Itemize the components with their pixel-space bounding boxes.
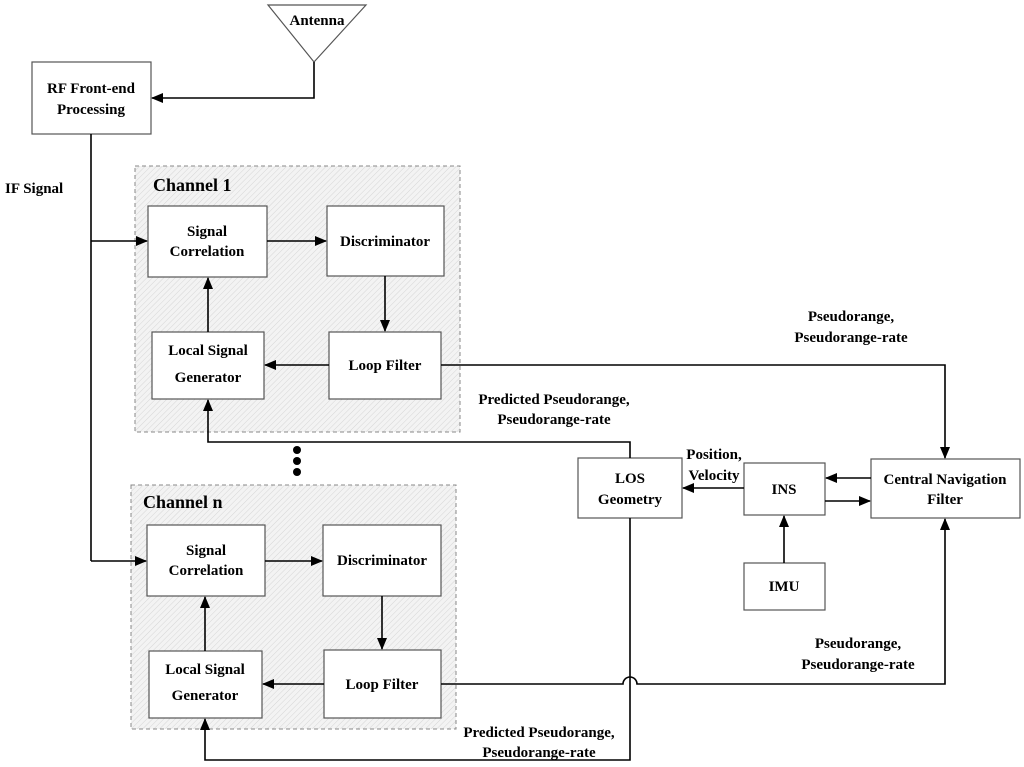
- pseudorange-top-line2: Pseudorange-rate: [794, 330, 908, 346]
- channel-n: Channel n Signal Correlation Discriminat…: [130, 484, 457, 730]
- channel-1-title: Channel 1: [153, 175, 232, 195]
- channel-n-title: Channel n: [143, 492, 223, 512]
- chn-discriminator-block: [322, 524, 442, 597]
- position-velocity-label-line1: Position,: [686, 447, 742, 463]
- pseudorange-top-line1: Pseudorange,: [808, 309, 895, 325]
- chn-signal-correlation-line1: Signal: [186, 543, 226, 559]
- chn-signal-correlation-block: [146, 524, 266, 597]
- ch1-loop-filter-label: Loop Filter: [349, 358, 422, 374]
- los-predicted-to-ch1-arrow: [203, 399, 631, 458]
- ins-label: INS: [771, 482, 796, 498]
- los-geometry-line2: Geometry: [598, 492, 663, 508]
- channel-1: Channel 1 Signal Correlation Discriminat…: [134, 165, 461, 433]
- position-velocity-label-line2: Velocity: [688, 468, 740, 484]
- cnf-line1: Central Navigation: [884, 472, 1008, 488]
- ch1-discriminator-block: [326, 205, 445, 277]
- ch1-discriminator-label: Discriminator: [340, 234, 430, 250]
- if-signal-label: IF Signal: [5, 181, 63, 197]
- chn-lsg-line2: Generator: [172, 688, 239, 704]
- rf-frontend-label-line1: RF Front-end: [47, 81, 136, 97]
- predicted-bottom-line2: Pseudorange-rate: [482, 745, 596, 761]
- antenna-to-rf-arrow: [151, 62, 315, 103]
- ellipsis-dots-icon: [293, 446, 301, 476]
- predicted-top-line1: Predicted Pseudorange,: [478, 392, 630, 408]
- ch1-signal-correlation-line1: Signal: [187, 224, 227, 240]
- rf-frontend-label-line2: Processing: [57, 102, 126, 118]
- antenna-label: Antenna: [289, 13, 345, 29]
- antenna-icon: [266, 4, 368, 63]
- imu-block: IMU: [743, 562, 826, 611]
- chn-discriminator-label: Discriminator: [337, 553, 427, 569]
- central-navigation-filter-block: Central Navigation Filter: [870, 458, 1021, 519]
- pseudorange-bottom-line2: Pseudorange-rate: [801, 657, 915, 673]
- chn-loop-filter-label: Loop Filter: [346, 677, 419, 693]
- ch1-pseudorange-to-cnf-arrow: [441, 364, 950, 459]
- predicted-bottom-line1: Predicted Pseudorange,: [463, 725, 615, 741]
- chn-signal-correlation-line2: Correlation: [169, 563, 244, 579]
- pseudorange-bottom-line1: Pseudorange,: [815, 636, 902, 652]
- los-predicted-to-chn-arrow: [200, 518, 631, 761]
- ins-block: INS: [743, 462, 826, 516]
- chn-lsg-line1: Local Signal: [165, 662, 245, 678]
- chn-pseudorange-to-cnf-arrow: [441, 518, 950, 685]
- los-geometry-block: LOS Geometry: [577, 457, 683, 519]
- imu-label: IMU: [769, 579, 800, 595]
- cnf-line2: Filter: [927, 492, 963, 508]
- ch1-signal-correlation-line2: Correlation: [170, 244, 245, 260]
- los-geometry-line1: LOS: [615, 471, 645, 487]
- ch1-signal-correlation-block: [147, 205, 268, 278]
- predicted-top-line2: Pseudorange-rate: [497, 412, 611, 428]
- chn-loop-filter-block: [323, 649, 442, 719]
- ch1-lsg-line2: Generator: [175, 370, 242, 386]
- antenna: Antenna: [266, 4, 368, 63]
- ch1-lsg-line1: Local Signal: [168, 343, 248, 359]
- rf-frontend-block: RF Front-end Processing: [31, 61, 152, 135]
